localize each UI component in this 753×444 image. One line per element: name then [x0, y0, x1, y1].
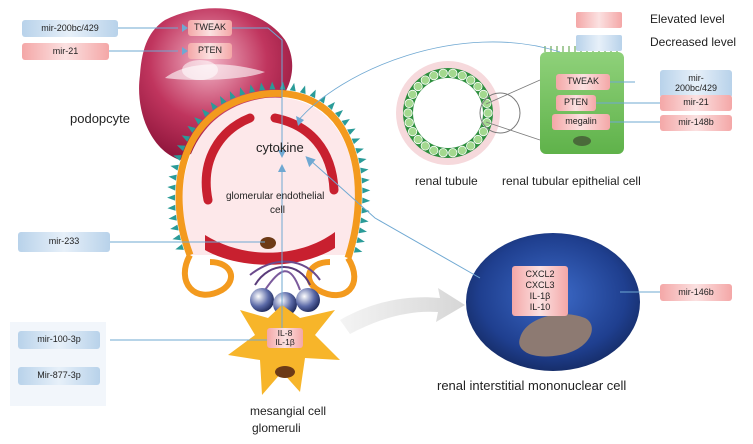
mirna-box-podo-elevated: mir-21 — [22, 43, 109, 60]
label-interstitial: renal interstitial mononuclear cell — [437, 378, 627, 393]
legend-swatch-decreased — [576, 35, 622, 51]
mirna-box-endothelial: mir-233 — [18, 232, 110, 252]
label-mesangial-1: mesangial cell — [250, 404, 327, 418]
migration-arrow — [340, 288, 465, 334]
mirna-box-tub-elevated-1: mir-21 — [660, 95, 732, 111]
connector-lines — [109, 27, 660, 341]
label-mesangial-2: glomeruli — [252, 421, 301, 435]
podocyte-cell — [139, 8, 293, 161]
mirna-tub-line2: 200bc/429 — [674, 83, 718, 93]
target-il1b: IL-1β — [275, 337, 295, 347]
mirna-box-mesangial-1: mir-100-3p — [18, 331, 100, 349]
target-box-interstitial: CXCL2 CXCL3 IL-1β IL-10 — [512, 266, 568, 316]
mirna-box-tub-elevated-2: mir-148b — [660, 115, 732, 131]
label-endothelial-1: glomerular endothelial — [226, 191, 325, 202]
label-renal-tubule: renal tubule — [415, 174, 478, 188]
target-box-podo-pten: PTEN — [188, 43, 232, 59]
target-box-tub-pten: PTEN — [556, 95, 596, 111]
renal-tubule — [396, 61, 521, 165]
mirna-box-tub-decreased: mir- 200bc/429 — [660, 70, 732, 98]
target-il10: IL-10 — [529, 302, 551, 313]
target-cxcl2: CXCL2 — [525, 268, 555, 279]
label-tubular-epithelial: renal tubular epithelial cell — [502, 174, 641, 188]
legend-label-elevated: Elevated level — [650, 12, 725, 26]
mirna-box-mesangial-2: Mir-877-3p — [18, 367, 100, 385]
target-box-tub-megalin: megalin — [552, 114, 610, 130]
target-box-mesangial: IL-8 IL-1β — [267, 328, 303, 348]
target-il1b-inter: IL-1β — [529, 291, 551, 301]
target-box-tub-tweak: TWEAK — [556, 74, 610, 90]
mirna-tub-line1: mir- — [688, 73, 704, 84]
target-il8: IL-8 — [277, 327, 293, 338]
mirna-box-interstitial: mir-146b — [660, 284, 732, 301]
legend-label-decreased: Decreased level — [650, 35, 737, 49]
glomerular-capillary — [167, 81, 371, 299]
mirna-box-podo-decreased: mir-200bc/429 — [22, 20, 118, 37]
label-endothelial-2: cell — [270, 205, 286, 216]
label-cytokine: cytokine — [256, 140, 304, 155]
target-cxcl3: CXCL3 — [525, 279, 555, 290]
label-podocyte: podopcyte — [70, 111, 130, 126]
legend-swatch-elevated — [576, 12, 622, 28]
target-box-podo-tweak: TWEAK — [188, 20, 232, 36]
mesangial-cell — [228, 305, 340, 395]
arrowheads — [182, 24, 316, 172]
